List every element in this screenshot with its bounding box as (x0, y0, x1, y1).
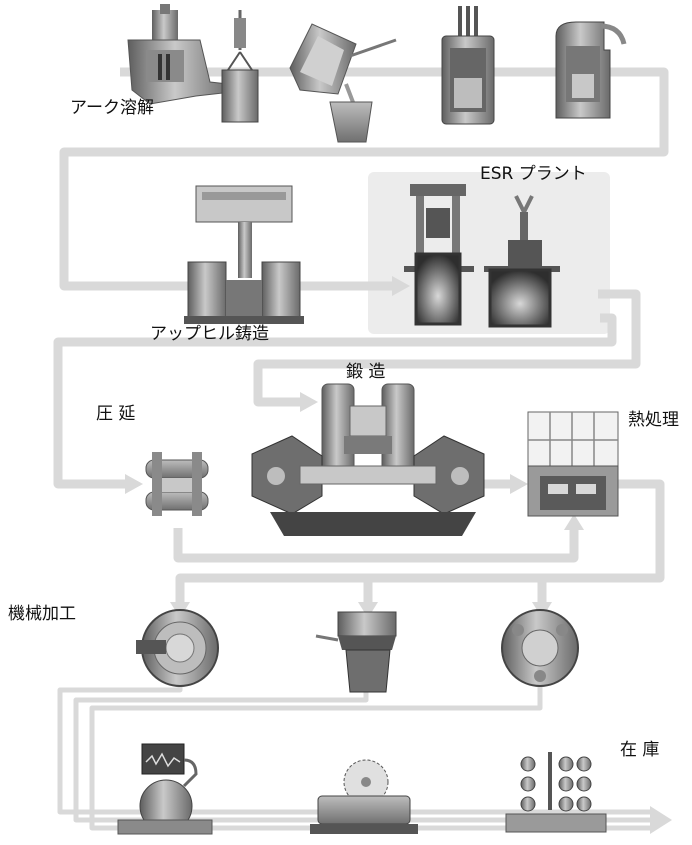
label-rolling: 圧 延 (96, 404, 136, 424)
storage-rack (505, 752, 607, 833)
esr-unit-2 (484, 195, 560, 328)
label-warehouse: 在 庫 (620, 740, 660, 760)
label-arc-melting: アーク溶解 (70, 98, 154, 118)
ladle-crane (221, 10, 259, 123)
lathe-chuck (136, 609, 219, 687)
flow-arrowheads (125, 276, 672, 834)
label-esr-plant: ESR プラント (480, 164, 587, 184)
label-uphill-casting: アップヒル鋳造 (150, 324, 269, 344)
boring-fixture (501, 609, 579, 687)
label-heat-treatment: 熱処理 (628, 410, 679, 430)
arc-furnace (127, 4, 233, 105)
label-forging: 鍛 造 (346, 362, 386, 382)
saw-cutting (310, 759, 418, 834)
pouring-ladle (289, 23, 397, 143)
esr-unit-1 (404, 184, 474, 326)
heat-treatment-furnace (527, 411, 619, 517)
uphill-casting-machine (184, 185, 304, 324)
milling-cutter (315, 611, 397, 693)
ultrasonic-inspection (117, 743, 213, 835)
rolling-mill (145, 452, 209, 516)
label-machining: 機械加工 (8, 604, 76, 624)
ladle-furnace (555, 21, 627, 119)
vacuum-degasser (441, 6, 495, 125)
forging-press (251, 383, 485, 536)
